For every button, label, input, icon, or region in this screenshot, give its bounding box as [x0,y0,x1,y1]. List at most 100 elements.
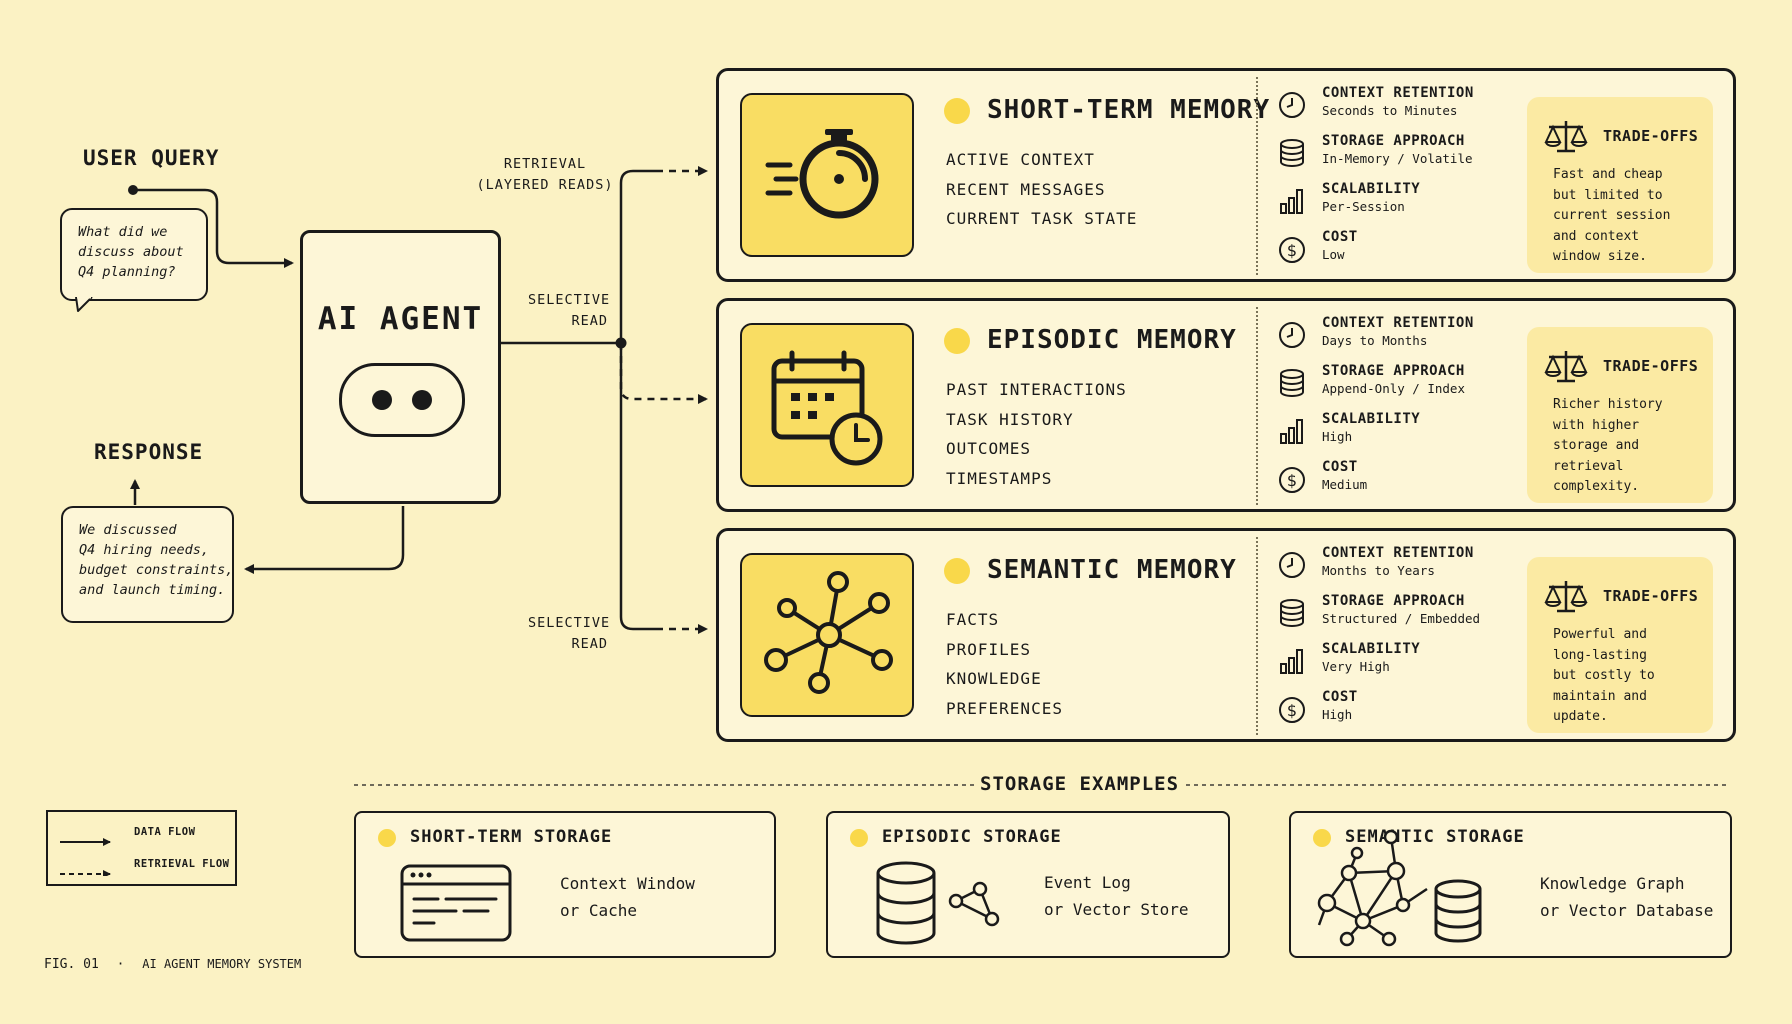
accent-dot [944,558,970,584]
accent-dot [378,829,396,847]
ai-agent-box: AI AGENT [300,230,501,504]
database-graph-icon [876,861,1000,945]
storage-title: SHORT-TERM STORAGE [410,827,613,847]
browser-window-icon [400,864,512,942]
tradeoffs-card: TRADE-OFFS Fast and cheap but limited to… [1527,97,1713,273]
memory-item: OUTCOMES [946,439,1032,458]
clock-icon [1279,92,1305,118]
bar-chart-icon [1280,419,1303,444]
user-query-line: discuss about [78,244,184,260]
memory-items: FACTS PROFILES KNOWLEDGE PREFERENCES [946,605,1063,723]
svg-text:$: $ [1287,471,1297,490]
episodic-storage-card: EPISODIC STORAGE Event Log or Vector Sto… [826,811,1230,958]
tradeoffs-title: TRADE-OFFS [1603,127,1699,145]
memory-items: PAST INTERACTIONS TASK HISTORY OUTCOMES … [946,375,1127,493]
database-icon [1280,369,1304,397]
tradeoffs-card: TRADE-OFFS Richer history with higher st… [1527,327,1713,503]
scales-icon [1544,121,1588,153]
accent-dot [944,328,970,354]
memory-title: EPISODIC MEMORY [987,325,1237,355]
calendar-clock-icon [740,323,914,487]
memory-item: ACTIVE CONTEXT [946,150,1095,169]
semantic-storage-card: SEMANTIC STORAGE Knowledge Graph or Vect… [1289,811,1732,958]
response-line: Q4 hiring needs, [79,542,210,558]
dollar-icon: $ [1279,697,1305,723]
selective-read-label: SELECTIVE READ [528,615,611,652]
accent-dot [850,829,868,847]
bar-chart-icon [1280,649,1303,674]
accent-dot [944,98,970,124]
speech-tail-icon [75,297,93,312]
scales-icon [1544,351,1588,383]
bar-chart-icon [1280,189,1303,214]
clock-icon [1279,552,1305,578]
response-line: budget constraints, [79,562,234,578]
user-query-title: USER QUERY [83,146,220,170]
legend: DATA FLOW RETRIEVAL FLOW [46,810,237,886]
memory-item: CURRENT TASK STATE [946,209,1138,228]
data-flow-arrow [244,506,405,574]
svg-text:$: $ [1287,701,1297,720]
figure-title: AI AGENT MEMORY SYSTEM [142,957,302,971]
scales-icon [1544,581,1588,613]
memory-items: ACTIVE CONTEXT RECENT MESSAGES CURRENT T… [946,145,1137,234]
database-icon [1280,139,1304,167]
memory-item: TIMESTAMPS [946,468,1053,488]
storage-examples-title: STORAGE EXAMPLES [976,773,1184,795]
database-icon [1280,599,1304,627]
episodic-memory-panel: EPISODIC MEMORY PAST INTERACTIONS TASK H… [716,298,1736,512]
stopwatch-icon [740,93,914,257]
storage-description: Knowledge Graph or Vector Database [1540,874,1714,920]
user-query-bubble: What did we discuss about Q4 planning? [60,208,208,301]
memory-item: FACTS [946,610,1000,629]
semantic-memory-panel: SEMANTIC MEMORY FACTS PROFILES KNOWLEDGE… [716,528,1736,742]
memory-title: SHORT-TERM MEMORY [987,95,1271,125]
figure-number: FIG. 01 [44,957,99,972]
accent-dot [1313,829,1331,847]
dollar-icon: $ [1279,467,1305,493]
storage-description: Event Log or Vector Store [1044,873,1189,919]
agent-title: AI AGENT [317,301,484,337]
memory-item: RECENT MESSAGES [946,179,1106,199]
memory-item: PROFILES [946,639,1032,659]
memory-title: SEMANTIC MEMORY [987,555,1237,585]
selective-read-label: SELECTIVE READ [528,292,611,329]
memory-item: PREFERENCES [946,698,1063,718]
memory-item: KNOWLEDGE [946,669,1042,688]
tradeoffs-title: TRADE-OFFS [1603,587,1699,605]
knowledge-graph-icon [1317,829,1482,947]
figure-caption: FIG. 01 · AI AGENT MEMORY SYSTEM [44,957,301,972]
response-line: We discussed [79,522,177,538]
figure-separator: · [116,957,125,972]
dollar-icon: $ [1279,237,1305,263]
legend-retrieval-flow: RETRIEVAL FLOW [134,858,230,870]
clock-icon [1279,322,1305,348]
response-title: RESPONSE [94,440,204,464]
data-flow-arrow [133,188,294,268]
tradeoffs-text: Richer history with higher storage and r… [1553,397,1663,494]
retrieval-flow-arrow [619,343,708,404]
memory-item: PAST INTERACTIONS [946,380,1127,399]
storage-description: Context Window or Cache [560,874,695,920]
divider [1256,77,1258,275]
divider [1256,307,1258,505]
tradeoffs-text: Powerful and long-lasting but costly to … [1553,627,1655,724]
short-term-storage-card: SHORT-TERM STORAGE Context Window or Cac… [354,811,776,958]
robot-face-icon [339,363,465,437]
legend-data-flow: DATA FLOW [134,826,196,838]
tradeoffs-card: TRADE-OFFS Powerful and long-lasting but… [1527,557,1713,733]
short-term-memory-panel: SHORT-TERM MEMORY ACTIVE CONTEXT RECENT … [716,68,1736,282]
